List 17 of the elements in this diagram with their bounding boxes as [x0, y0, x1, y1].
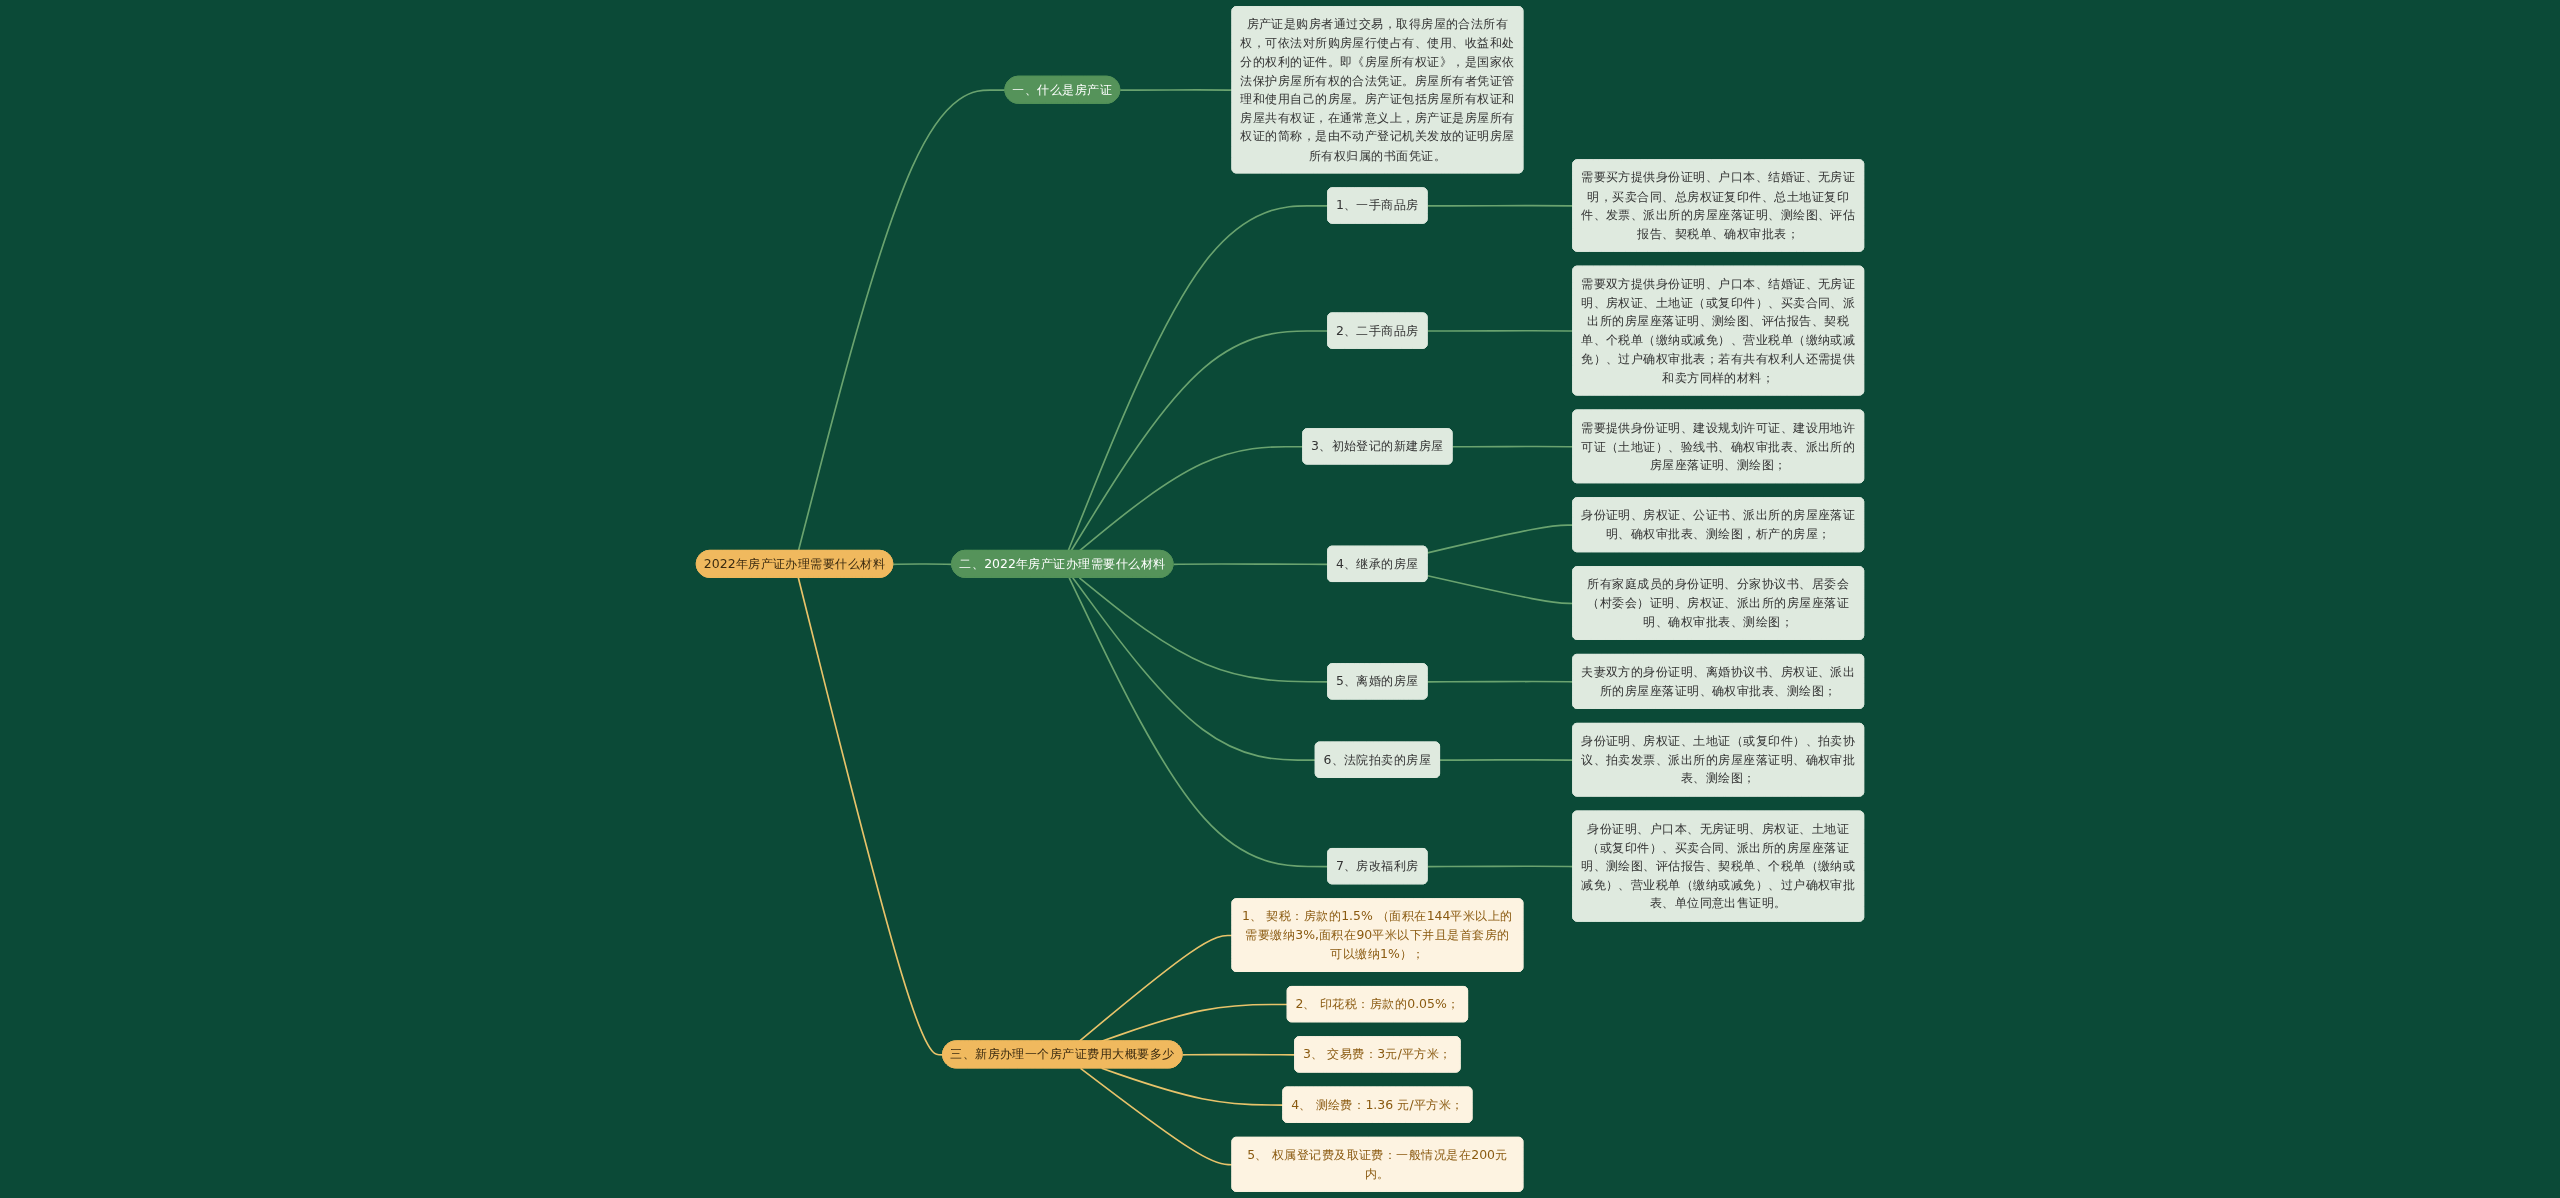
connector [1426, 680, 1574, 683]
connector [1078, 576, 1329, 683]
connector [1068, 576, 1329, 868]
connector [1426, 865, 1574, 868]
connector [1439, 759, 1574, 761]
connector [1426, 574, 1574, 605]
connector [1071, 576, 1317, 761]
connector [1451, 445, 1574, 448]
connector [1181, 1053, 1296, 1056]
connector [1172, 563, 1329, 566]
connector [1426, 329, 1574, 332]
connector [1426, 524, 1574, 554]
connector [797, 576, 944, 1056]
connector [1070, 330, 1329, 552]
connector [1067, 205, 1329, 552]
connector [1426, 204, 1574, 207]
connector [892, 563, 953, 566]
